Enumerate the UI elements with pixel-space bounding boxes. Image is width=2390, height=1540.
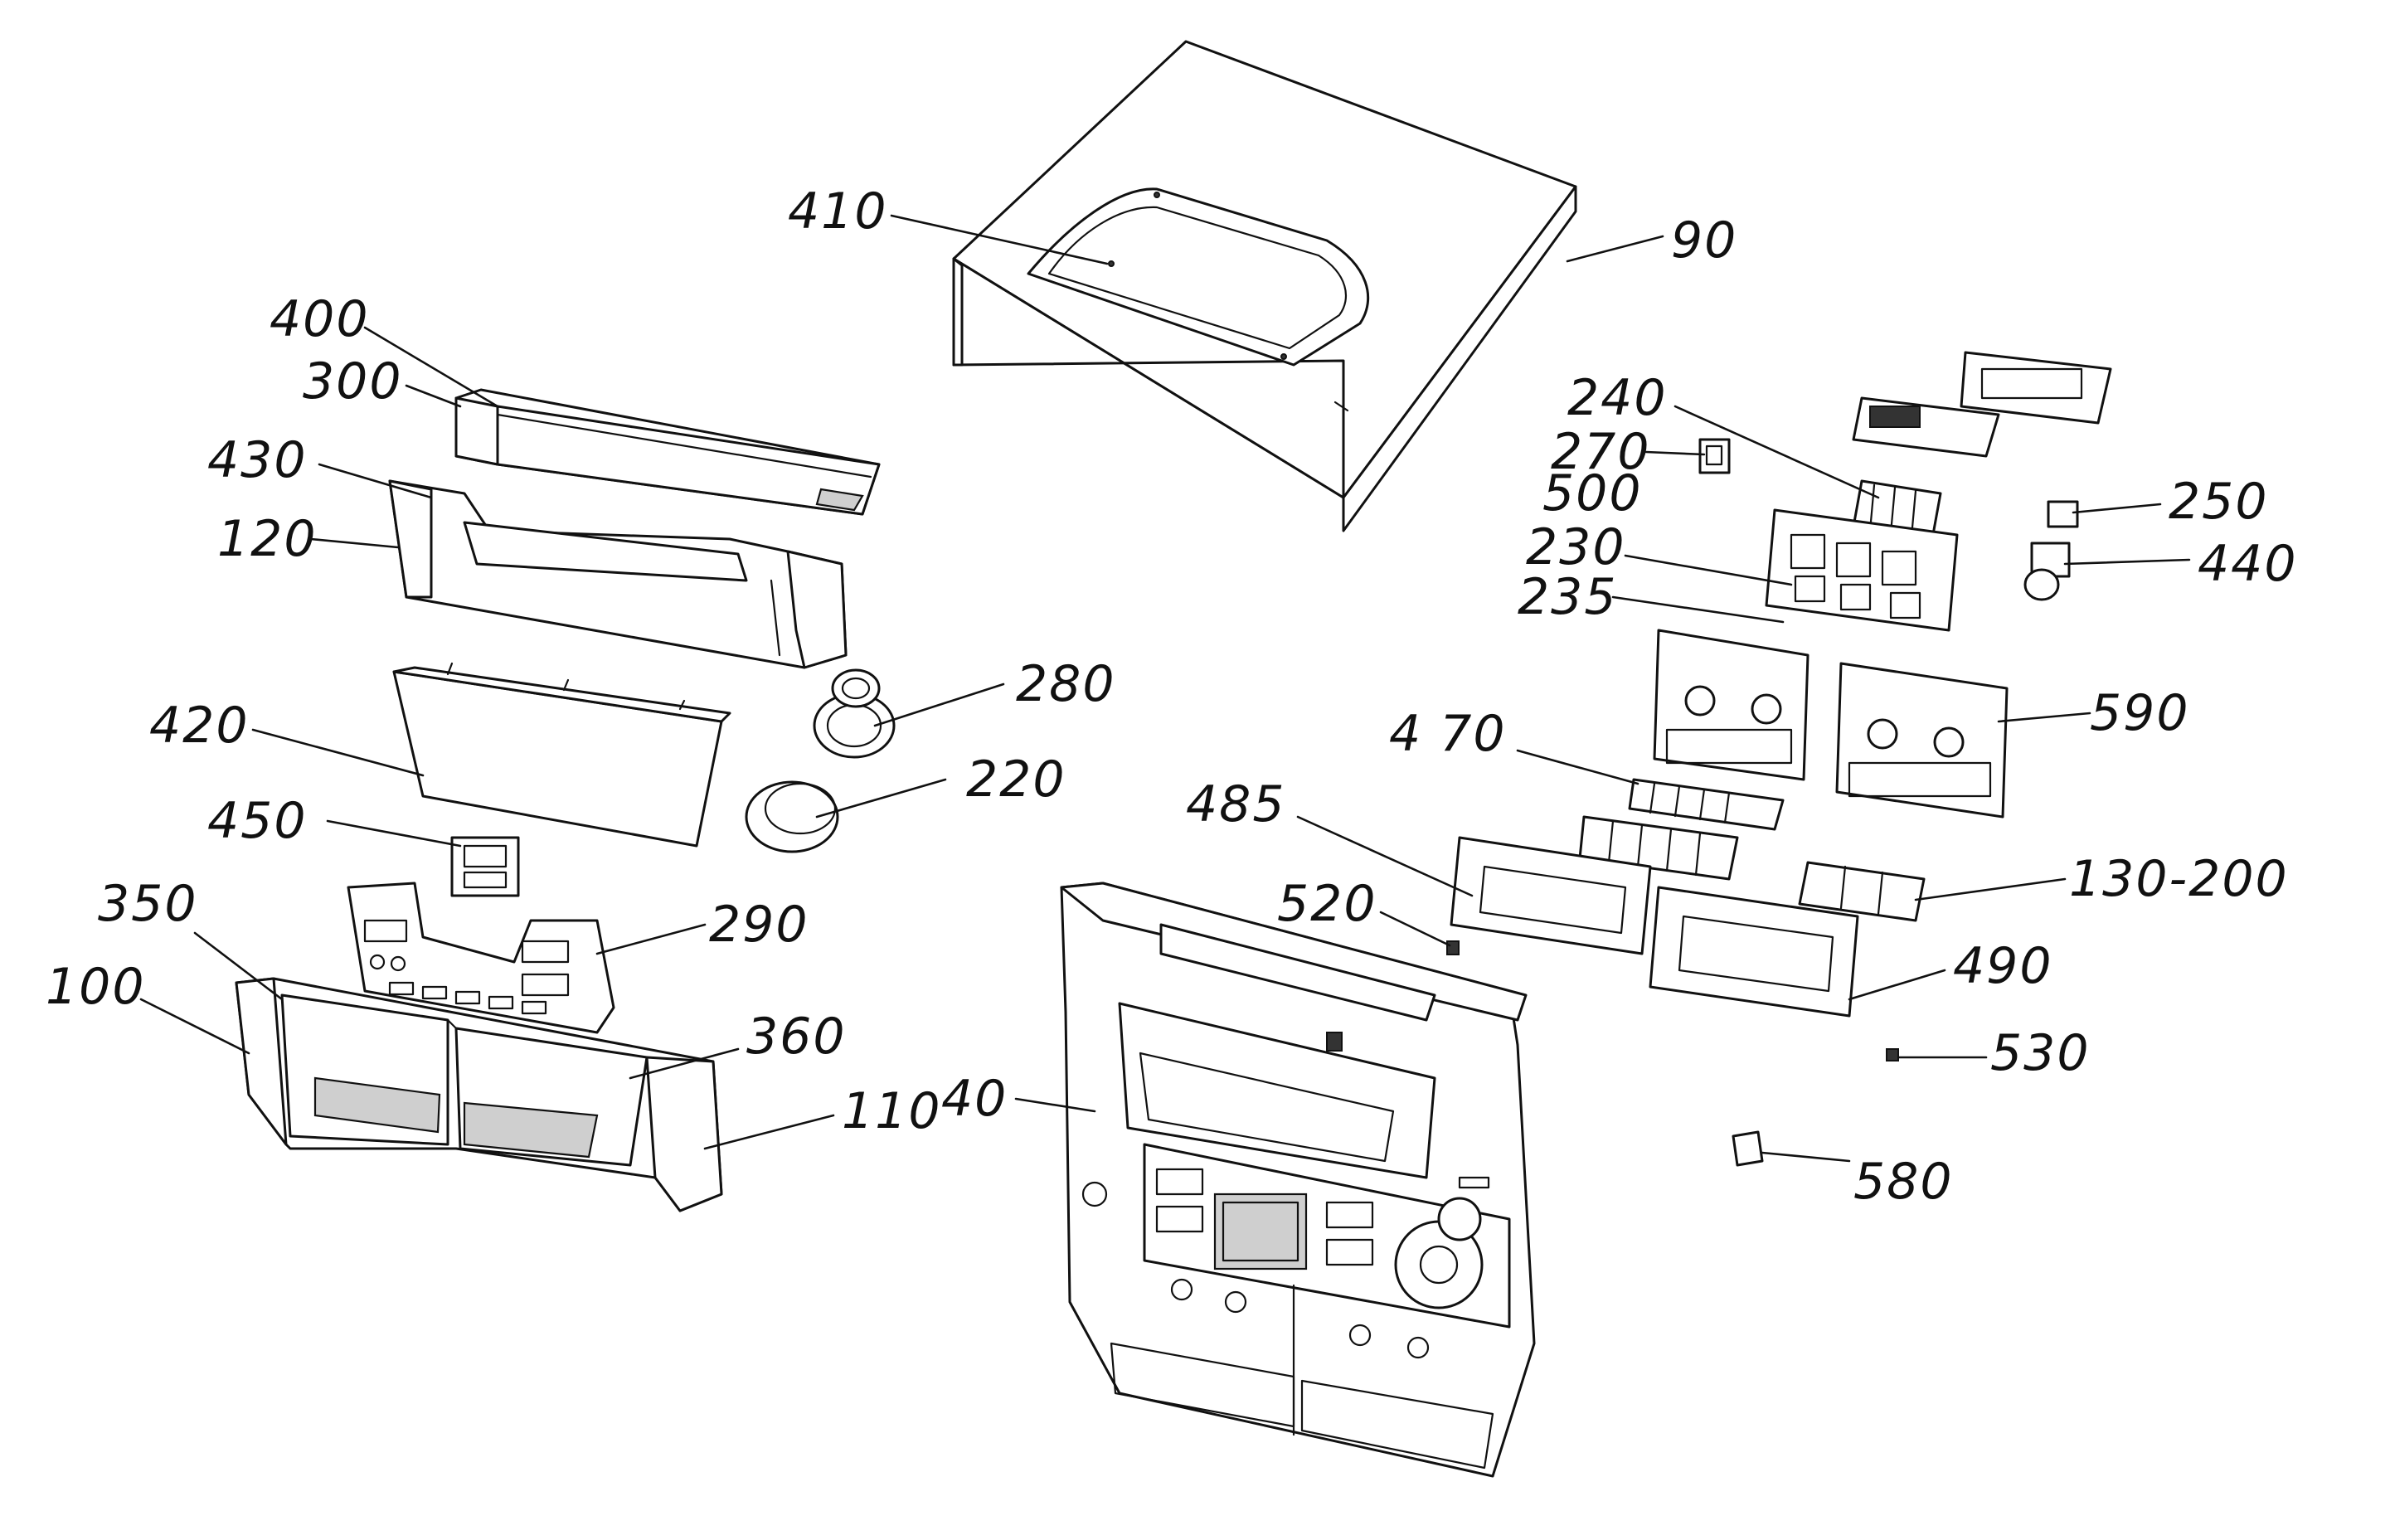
part-100-lower-front xyxy=(235,977,723,1212)
leader-470 xyxy=(1516,749,1639,785)
part-420-panel xyxy=(392,662,731,848)
label-350: 350 xyxy=(98,875,198,933)
part-40-main-chassis xyxy=(1060,882,1536,1478)
leader-235 xyxy=(1611,595,1785,624)
leader-90 xyxy=(1566,235,1664,263)
leader-490 xyxy=(1848,969,1946,1001)
leader-450 xyxy=(326,819,462,848)
part-display-module-b xyxy=(1960,351,2112,425)
leader-130-200 xyxy=(1914,877,2067,901)
part-580-clip xyxy=(1732,1130,1764,1167)
part-530-screw xyxy=(1886,1048,1899,1061)
leader-485 xyxy=(1296,815,1474,897)
leader-440 xyxy=(2063,558,2191,566)
label-485: 485 xyxy=(1186,775,1286,833)
label-235: 235 xyxy=(1518,568,1618,626)
label-130-200: 130-200 xyxy=(2069,850,2289,908)
leader-580 xyxy=(1761,1151,1851,1163)
label-90: 90 xyxy=(1671,211,1737,270)
leader-280 xyxy=(873,683,1005,727)
part-270-clip xyxy=(1698,438,1731,474)
leader-420 xyxy=(251,728,425,777)
label-360: 360 xyxy=(746,1008,847,1066)
leader-410 xyxy=(890,214,1109,265)
part-230-switch-array xyxy=(1765,508,1959,632)
label-520: 520 xyxy=(1277,875,1377,933)
part-220-knob xyxy=(745,780,839,853)
label-250: 250 xyxy=(2169,473,2269,531)
label-430: 430 xyxy=(207,431,308,489)
part-300-display-bar xyxy=(454,388,881,516)
label-580: 580 xyxy=(1853,1153,1954,1211)
label-440: 440 xyxy=(2198,535,2298,593)
leader-250 xyxy=(2072,503,2162,514)
label-270: 270 xyxy=(1551,423,1651,481)
part-280-knob xyxy=(813,668,896,759)
part-display-module-a xyxy=(1852,396,2000,458)
label-300: 300 xyxy=(303,352,403,411)
leader-590 xyxy=(1997,712,2091,723)
leader-300 xyxy=(405,384,462,408)
leader-400 xyxy=(363,326,499,408)
leader-360 xyxy=(629,1047,740,1080)
label-450: 450 xyxy=(207,792,308,850)
label-220: 220 xyxy=(966,751,1066,809)
part-120-upper-bezel xyxy=(388,479,848,669)
label-500: 500 xyxy=(1542,464,1643,522)
leader-430 xyxy=(318,463,433,499)
leader-290 xyxy=(595,923,707,955)
label-240: 240 xyxy=(1567,369,1668,427)
leader-240 xyxy=(1673,405,1880,499)
leader-100 xyxy=(139,998,250,1055)
part-440-knob xyxy=(2023,542,2071,601)
label-120: 120 xyxy=(217,510,318,568)
part-590-pcb-left xyxy=(1653,629,1810,781)
part-labels: 410 90 400 300 430 120 420 280 220 450 2… xyxy=(46,182,2298,1211)
label-420: 420 xyxy=(149,697,250,755)
leader-120 xyxy=(309,537,400,549)
label-400: 400 xyxy=(270,290,370,348)
label-410: 410 xyxy=(788,182,888,240)
part-485-frame xyxy=(1450,836,1652,955)
part-470-button-strip xyxy=(1628,778,1785,831)
leader-270 xyxy=(1644,450,1706,456)
leader-230 xyxy=(1624,554,1793,586)
part-130-200-buttons-right xyxy=(1798,861,1926,922)
part-450-small-bracket xyxy=(450,836,520,897)
label-40: 40 xyxy=(941,1070,1008,1128)
leader-220 xyxy=(815,778,947,819)
part-290-circuit-plate xyxy=(347,882,615,1034)
label-590: 590 xyxy=(2090,684,2190,742)
label-230: 230 xyxy=(1526,518,1626,576)
label-490: 490 xyxy=(1953,937,2053,995)
label-100: 100 xyxy=(46,958,146,1016)
part-250-clip xyxy=(2047,500,2079,528)
label-530: 530 xyxy=(1990,1024,2091,1082)
leader-350 xyxy=(193,931,284,1001)
leader-lines xyxy=(139,214,2191,1163)
label-290: 290 xyxy=(709,896,809,954)
leader-520 xyxy=(1379,911,1451,947)
leader-40 xyxy=(1014,1097,1096,1113)
label-470: 4 70 xyxy=(1389,705,1507,763)
part-490-frame xyxy=(1649,886,1859,1018)
label-110: 110 xyxy=(842,1082,942,1140)
part-590-pcb-right xyxy=(1835,662,2009,819)
leader-110 xyxy=(703,1114,835,1150)
label-280: 280 xyxy=(1016,655,1116,713)
part-520-screw xyxy=(1446,940,1460,955)
part-410-window xyxy=(1027,187,1370,367)
